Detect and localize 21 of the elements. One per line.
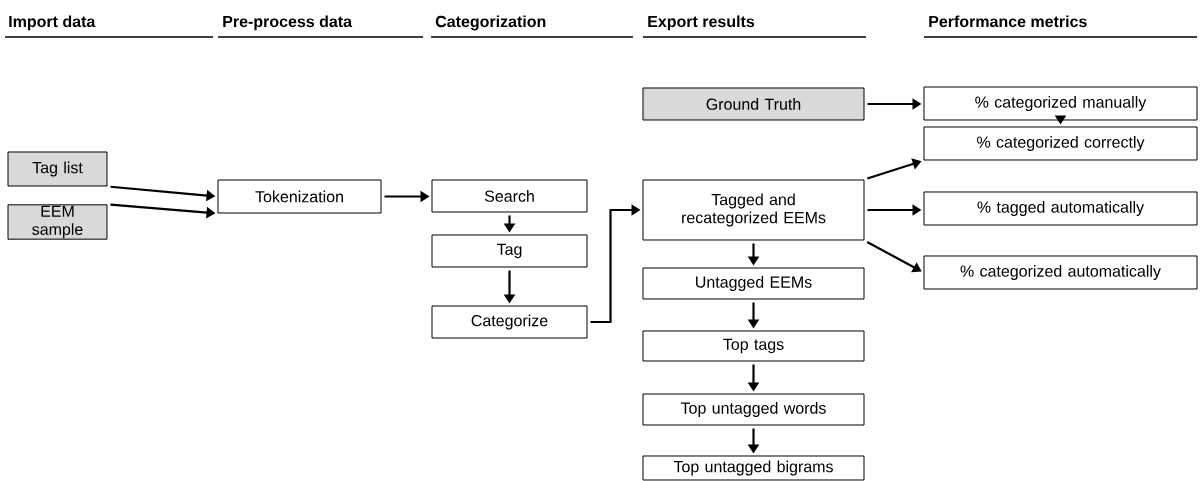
column-heading: Import data bbox=[9, 15, 96, 31]
process-box: % categorized automatically bbox=[923, 255, 1198, 290]
input-box: Tag list bbox=[7, 151, 108, 187]
input-box: Ground Truth bbox=[642, 87, 865, 121]
process-box: Untagged EEMs bbox=[642, 267, 865, 300]
process-box: Top tags bbox=[642, 330, 865, 362]
column-heading: Export results bbox=[648, 15, 755, 31]
column-heading: Pre-process data bbox=[223, 15, 353, 31]
process-box: Search bbox=[431, 179, 588, 213]
column-heading: Categorization bbox=[435, 15, 546, 31]
input-box: EEM sample bbox=[7, 204, 108, 240]
process-box: % categorized manually bbox=[923, 86, 1198, 121]
process-box: Categorize bbox=[431, 305, 588, 339]
process-box: Top untagged words bbox=[642, 393, 865, 426]
process-box: % categorized correctly bbox=[923, 126, 1198, 161]
process-box: % tagged automatically bbox=[923, 191, 1198, 226]
process-box: Tokenization bbox=[217, 179, 382, 214]
column-heading: Performance metrics bbox=[929, 15, 1087, 28]
process-box: Top untagged bigrams bbox=[642, 455, 865, 481]
process-box: Tag bbox=[431, 234, 588, 268]
process-box: Tagged and recategorized EEMs bbox=[642, 179, 865, 241]
